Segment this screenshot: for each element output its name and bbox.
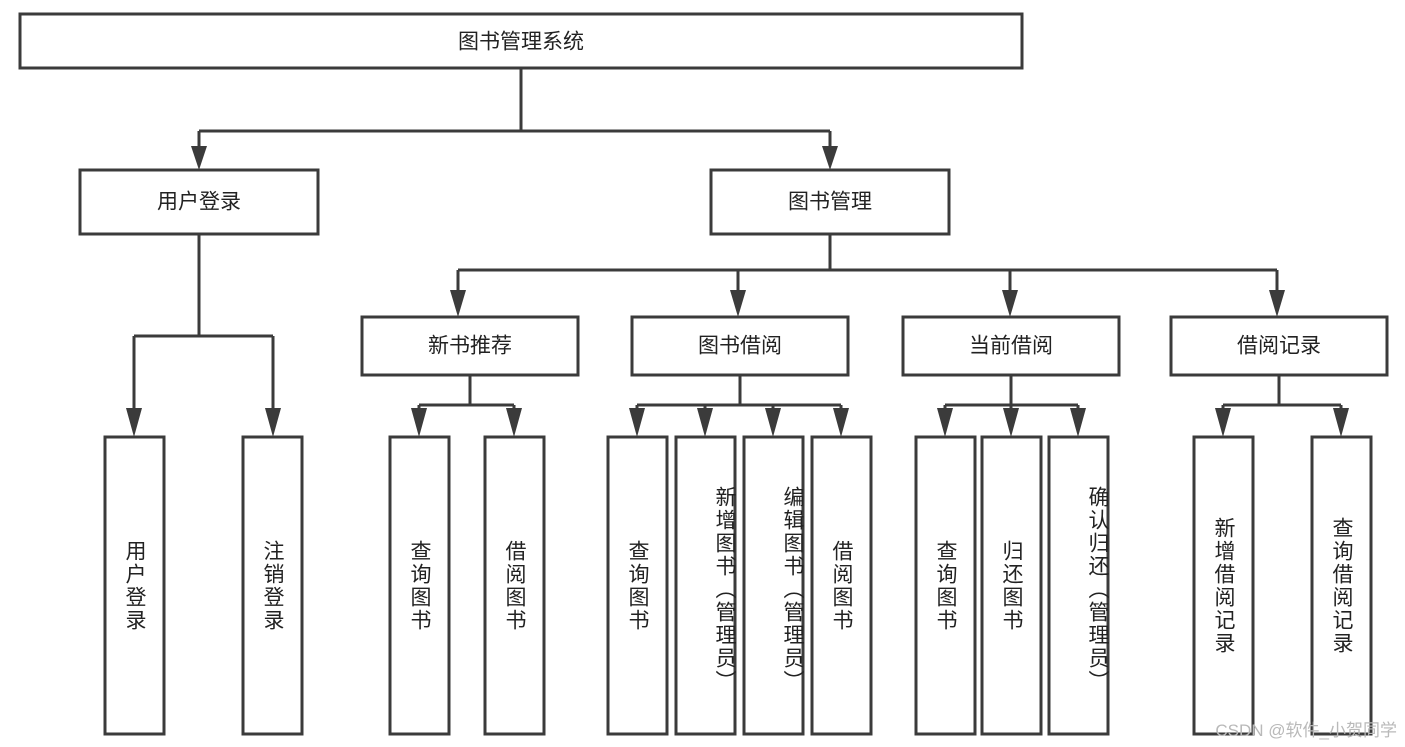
arrow-head-icon (1002, 290, 1018, 317)
connector-book-management-to-level3 (450, 234, 1285, 317)
arrow-head-icon (833, 408, 849, 437)
node-root-box[interactable] (18, 12, 1024, 70)
arrow-head-icon (191, 146, 207, 170)
node-user-login-label: 用户登录 (157, 191, 241, 214)
arrow-head-icon (937, 408, 953, 437)
node-new-book-recommend-box[interactable] (360, 315, 580, 377)
node-root-label: 图书管理系统 (458, 31, 584, 54)
arrow-head-icon (1215, 408, 1231, 437)
node-borrow-record-label: 借阅记录 (1237, 335, 1321, 358)
leaf-box-confirm-return-admin[interactable] (1047, 435, 1110, 736)
leaf-box-query-book-current[interactable] (914, 435, 977, 736)
node-user-login-box[interactable] (78, 168, 320, 236)
leaf-box-query-borrow-record[interactable] (1310, 435, 1373, 736)
leaf-box-edit-book-admin[interactable] (742, 435, 805, 736)
arrow-head-icon (1070, 408, 1086, 437)
leaf-box-logout[interactable] (241, 435, 304, 736)
arrow-head-icon (1333, 408, 1349, 437)
leaf-box-borrow-book-recommend[interactable] (483, 435, 546, 736)
arrow-head-icon (506, 408, 522, 437)
leaf-box-user-login[interactable] (103, 435, 166, 736)
node-user-login[interactable]: 用户登录 (78, 168, 320, 236)
node-new-book-recommend-label: 新书推荐 (428, 335, 512, 358)
node-book-borrow[interactable]: 图书借阅 (630, 315, 850, 377)
arrow-head-icon (265, 408, 281, 437)
connector-new-book-recommend-to-leaves (411, 375, 522, 437)
arrow-head-icon (765, 408, 781, 437)
arrow-head-icon (629, 408, 645, 437)
arrow-head-icon (1269, 290, 1285, 317)
arrow-head-icon (1003, 408, 1019, 437)
node-borrow-record[interactable]: 借阅记录 (1169, 315, 1389, 377)
node-book-borrow-label: 图书借阅 (698, 335, 782, 358)
arrow-head-icon (126, 408, 142, 437)
leaf-box-add-book-admin[interactable] (674, 435, 737, 736)
connector-borrow-record-to-leaves (1215, 375, 1349, 437)
connector-user-login-to-leaves (126, 234, 281, 437)
leaf-box-query-book-borrow[interactable] (606, 435, 669, 736)
node-current-borrow-label: 当前借阅 (969, 335, 1053, 358)
leaf-box-return-book[interactable] (980, 435, 1043, 736)
arrow-head-icon (697, 408, 713, 437)
leaf-box-query-book-recommend[interactable] (388, 435, 451, 736)
arrow-head-icon (450, 290, 466, 317)
node-new-book-recommend[interactable]: 新书推荐 (360, 315, 580, 377)
node-current-borrow[interactable]: 当前借阅 (901, 315, 1121, 377)
node-current-borrow-box[interactable] (901, 315, 1121, 377)
connector-root-to-level2 (191, 68, 838, 170)
node-book-management-label: 图书管理 (788, 191, 872, 214)
connector-book-borrow-to-leaves (629, 375, 849, 437)
arrow-head-icon (822, 146, 838, 170)
leaf-box-add-borrow-record[interactable] (1192, 435, 1255, 736)
node-book-management[interactable]: 图书管理 (709, 168, 951, 236)
arrow-head-icon (411, 408, 427, 437)
leaf-box-borrow-book[interactable] (810, 435, 873, 736)
connector-current-borrow-to-leaves (937, 375, 1086, 437)
watermark-text: CSDN @软件_小贺同学 (1215, 721, 1397, 740)
arrow-head-icon (730, 290, 746, 317)
node-root[interactable]: 图书管理系统 (18, 12, 1024, 70)
